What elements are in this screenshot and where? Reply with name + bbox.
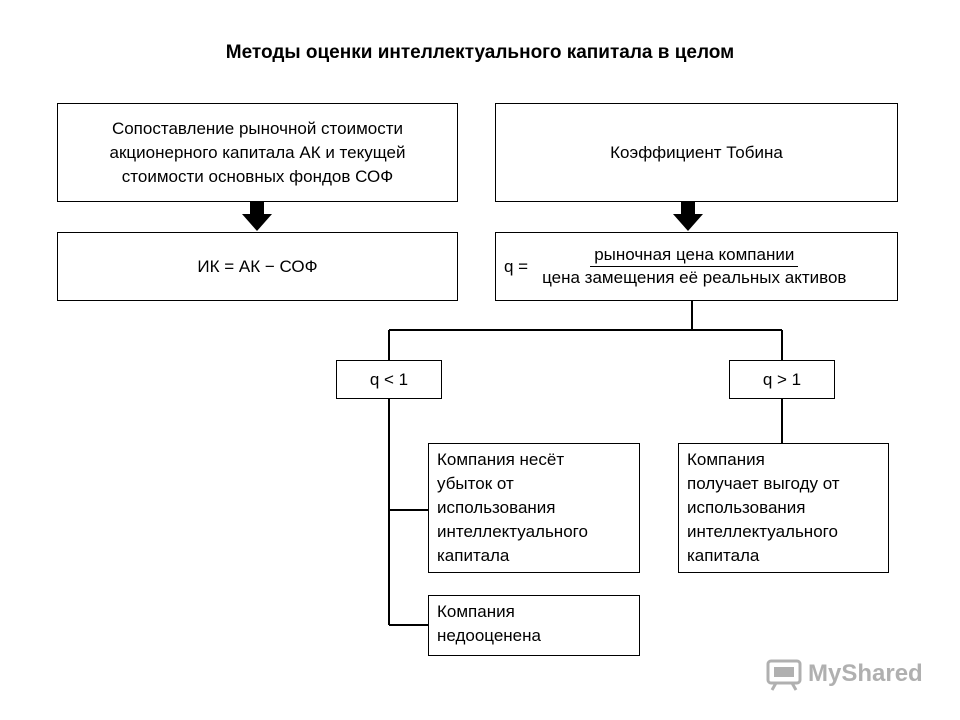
box-line: использования: [687, 498, 806, 517]
box-line: капитала: [687, 546, 760, 565]
projector-icon: [766, 659, 802, 691]
watermark: MyShared: [766, 656, 923, 692]
outcome-undervalued-box: Компания недооценена: [428, 595, 640, 656]
condition-label: q > 1: [762, 369, 802, 389]
formula-lhs: q =: [504, 256, 529, 276]
formula-numerator: рыночная цена компании: [590, 245, 799, 267]
condition-less-box: q < 1: [336, 360, 442, 399]
ik-formula-box: ИК = АК − СОФ: [57, 232, 458, 301]
tree-lines: [388, 301, 783, 626]
box-line: интеллектуального: [437, 522, 588, 541]
formula-denominator: цена замещения её реальных активов: [542, 268, 847, 287]
condition-label: q < 1: [369, 369, 409, 389]
down-arrow-left-icon: [242, 202, 272, 231]
box-label: Коэффициент Тобина: [610, 142, 783, 162]
market-value-comparison-box: Сопоставление рыночной стоимости акционе…: [57, 103, 458, 202]
box-line: капитала: [437, 546, 510, 565]
box-line: стоимости основных фондов СОФ: [121, 166, 394, 186]
watermark-text: MyShared: [808, 660, 923, 687]
outcome-benefit-box: Компания получает выгоду от использовани…: [678, 443, 889, 573]
box-line: интеллектуального: [687, 522, 838, 541]
box-line: Компания несёт: [437, 450, 565, 469]
formula-fraction: рыночная цена компании цена замещения её…: [538, 245, 850, 288]
tobin-formula-box: q = рыночная цена компании цена замещени…: [495, 232, 898, 301]
box-line: Сопоставление рыночной стоимости: [111, 118, 404, 138]
box-line: получает выгоду от: [687, 474, 840, 493]
box-line: акционерного капитала АК и текущей: [109, 142, 406, 162]
outcome-loss-box: Компания несёт убыток от использования и…: [428, 443, 640, 573]
diagram-title: Методы оценки интеллектуального капитала…: [225, 42, 735, 63]
box-line: недооценена: [437, 626, 541, 645]
condition-greater-box: q > 1: [729, 360, 835, 399]
ik-formula: ИК = АК − СОФ: [197, 256, 318, 276]
down-arrow-right-icon: [673, 202, 703, 231]
box-line: Компания: [687, 450, 765, 469]
box-line: использования: [437, 498, 556, 517]
box-line: Компания: [437, 602, 515, 621]
tobin-coefficient-box: Коэффициент Тобина: [495, 103, 898, 202]
box-line: убыток от: [437, 474, 514, 493]
